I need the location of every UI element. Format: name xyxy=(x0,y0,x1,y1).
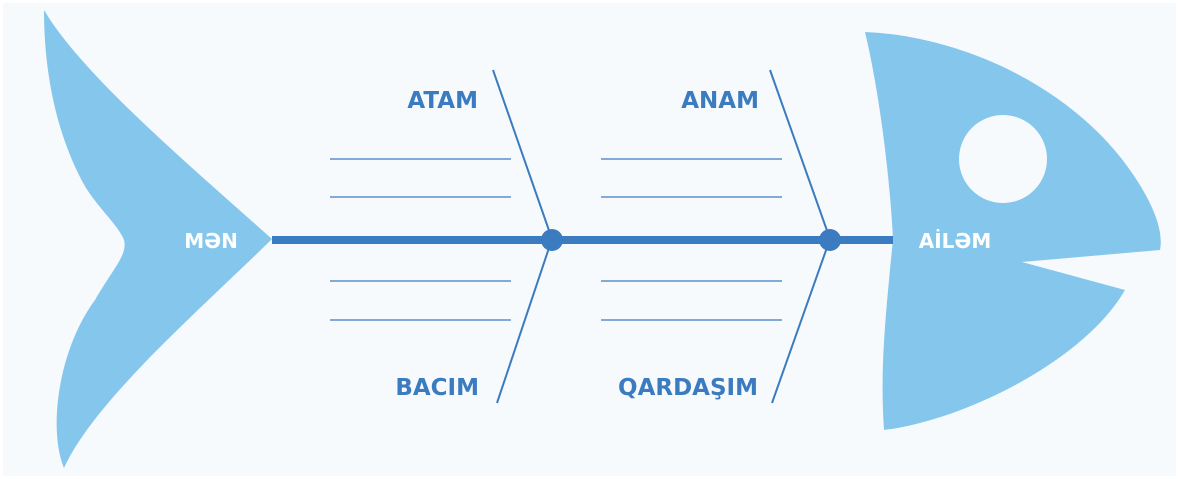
fish-eye xyxy=(959,115,1047,203)
rib-top-right xyxy=(769,69,831,240)
junction-node-right xyxy=(819,229,841,251)
fish-head xyxy=(865,32,1161,430)
rib-top-left xyxy=(492,69,553,240)
fish-tail xyxy=(44,10,272,468)
cause-lines xyxy=(330,158,782,321)
branch-label-top-right: ANAM xyxy=(681,88,759,114)
rib-bottom-right xyxy=(771,238,831,404)
junction-node-left xyxy=(541,229,563,251)
branch-label-bottom-left: BACIM xyxy=(395,375,479,401)
branch-label-top-left: ATAM xyxy=(407,88,478,114)
tail-label: MƏN xyxy=(184,229,238,253)
branch-label-bottom-right: QARDAŞIM xyxy=(618,375,758,401)
rib-bottom-left xyxy=(496,238,553,404)
head-label: AİLƏM xyxy=(919,229,992,253)
